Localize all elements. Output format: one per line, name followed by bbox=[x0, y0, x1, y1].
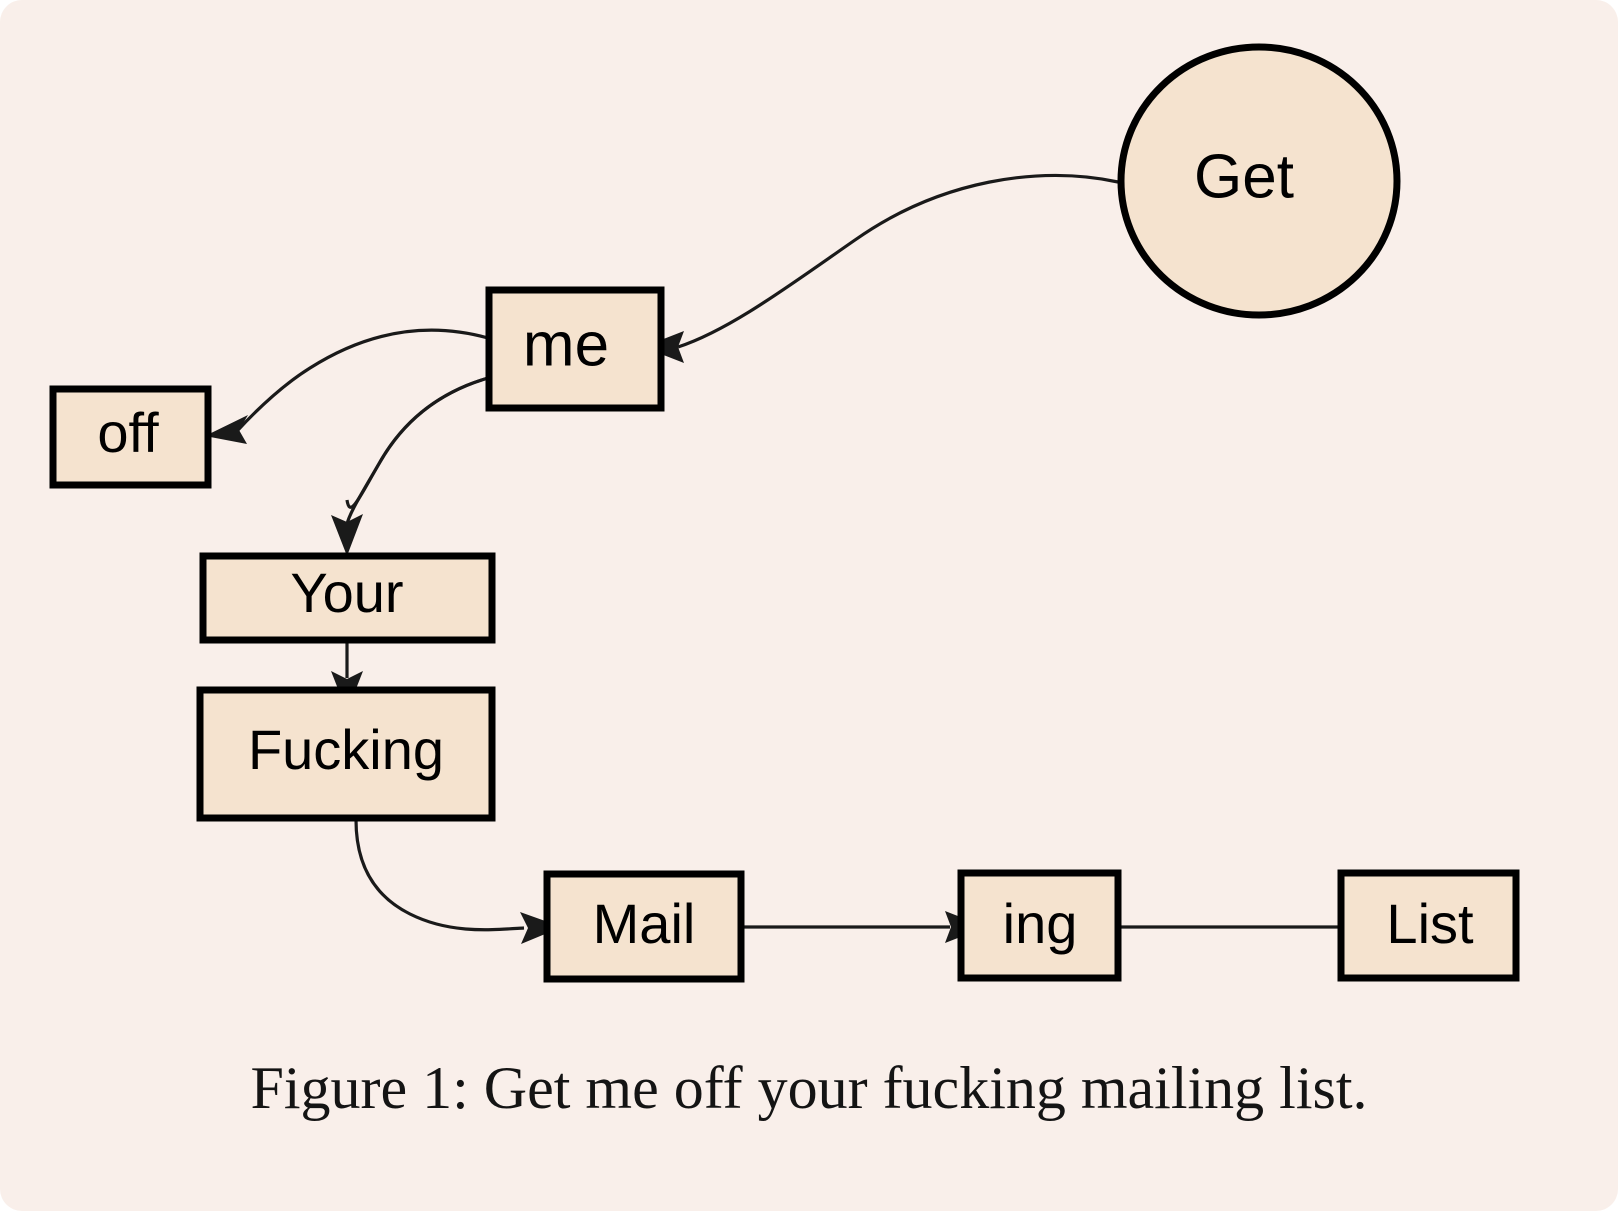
node-your-label: Your bbox=[290, 561, 403, 624]
node-fucking[interactable]: Fucking bbox=[196, 686, 496, 822]
node-list-label: List bbox=[1386, 892, 1474, 955]
edge-fucking-to-mail bbox=[354, 819, 562, 944]
node-fucking-label: Fucking bbox=[248, 718, 444, 781]
node-get-shape[interactable] bbox=[1117, 43, 1401, 319]
node-list[interactable]: List bbox=[1337, 869, 1520, 982]
edge-me-to-off bbox=[205, 328, 489, 444]
edge-get-to-me bbox=[643, 173, 1119, 363]
node-list-shape[interactable] bbox=[1337, 869, 1520, 982]
node-get-label: Get bbox=[1194, 142, 1294, 211]
node-off[interactable]: off bbox=[49, 385, 212, 489]
edge-me-to-your bbox=[331, 376, 489, 556]
arrowhead-icon bbox=[205, 415, 248, 444]
figure-caption: Figure 1: Get me off your fucking mailin… bbox=[250, 1055, 1368, 1121]
node-off-label: off bbox=[97, 401, 159, 464]
node-me[interactable]: me bbox=[485, 286, 665, 412]
node-your-shape[interactable] bbox=[199, 552, 496, 644]
node-ing[interactable]: ing bbox=[957, 869, 1122, 982]
edge-mail-to-ing bbox=[742, 911, 986, 943]
arrowhead-icon bbox=[520, 912, 562, 944]
node-mail[interactable]: Mail bbox=[543, 870, 745, 983]
node-get[interactable]: Get bbox=[1117, 43, 1401, 319]
node-me-shape[interactable] bbox=[485, 286, 665, 412]
arrowhead-icon bbox=[331, 514, 363, 556]
node-me-label: me bbox=[523, 310, 609, 379]
node-ing-shape[interactable] bbox=[957, 869, 1122, 982]
node-your[interactable]: Your bbox=[199, 552, 496, 644]
nodes-layer: Get me off Your Fucking bbox=[49, 43, 1520, 983]
node-mail-shape[interactable] bbox=[543, 870, 745, 983]
node-fucking-shape[interactable] bbox=[196, 686, 496, 822]
node-off-shape[interactable] bbox=[49, 385, 212, 489]
node-ing-label: ing bbox=[1003, 892, 1078, 955]
node-mail-label: Mail bbox=[593, 892, 696, 955]
